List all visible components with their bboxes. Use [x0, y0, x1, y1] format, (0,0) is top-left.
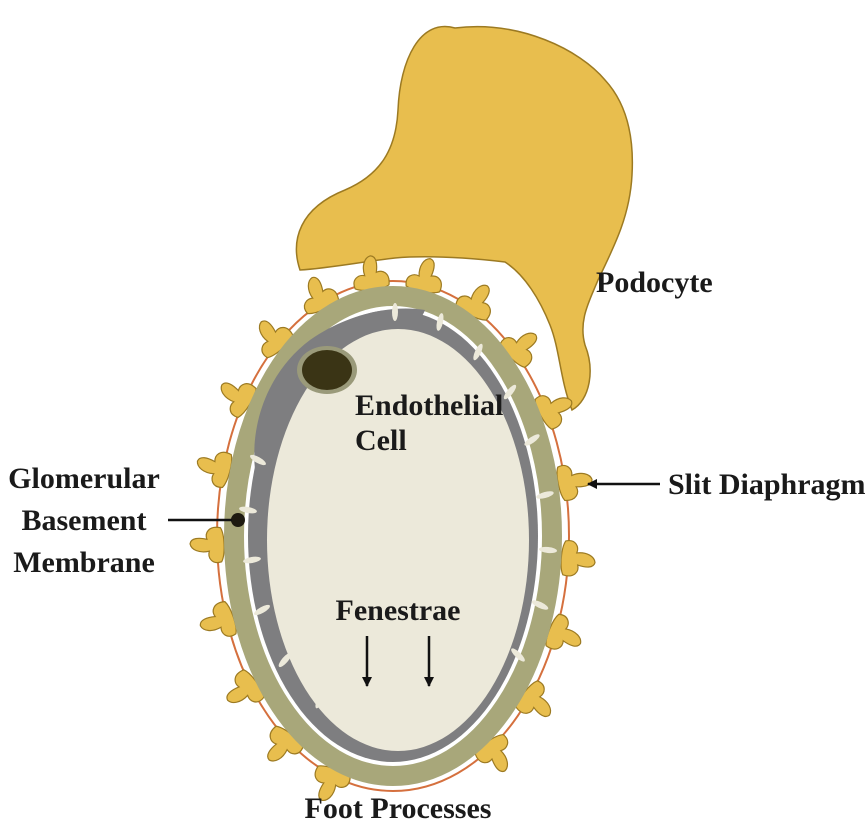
foot-processes-label: Foot Processes: [305, 792, 492, 825]
slit-diaphragm-label: Slit Diaphragm: [668, 468, 865, 501]
foot-process: [555, 460, 596, 502]
gbm-label-line1: Glomerular: [8, 462, 160, 495]
fenestrae-label: Fenestrae: [336, 594, 461, 627]
endothelial-cell-label-line2: Cell: [355, 424, 407, 457]
foot-process: [560, 540, 597, 578]
endothelial-nucleus: [302, 350, 352, 390]
podocyte-label: Podocyte: [596, 266, 713, 299]
foot-process: [190, 527, 225, 563]
gbm-label-line2: Basement: [22, 504, 147, 537]
endothelial-cell-label-line1: Endothelial: [355, 389, 503, 422]
gbm-label-line3: Membrane: [13, 546, 155, 579]
gbm-marker-dot: [231, 513, 245, 527]
